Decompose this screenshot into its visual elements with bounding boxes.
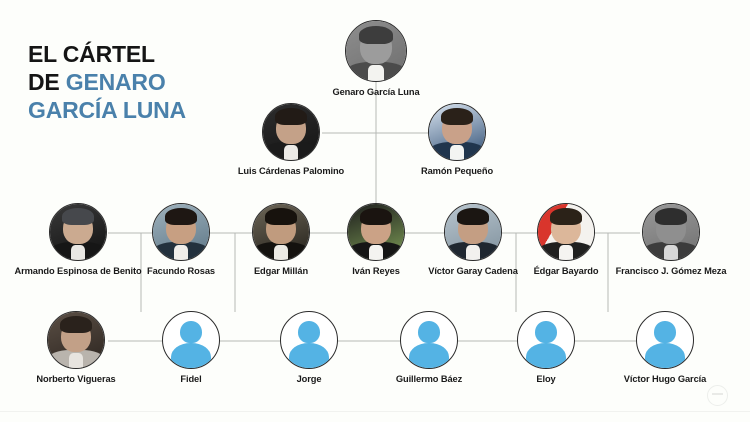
node-ivan-reyes[interactable]: Iván Reyes: [296, 203, 456, 276]
node-francisco-j-gomez-meza[interactable]: Francisco J. Gómez Meza: [591, 203, 750, 276]
person-silhouette-icon: [418, 320, 440, 344]
avatar: [152, 203, 210, 261]
node-guillermo-baez[interactable]: Guillermo Báez: [349, 311, 509, 384]
node-victor-garay-cadena[interactable]: Víctor Garay Cadena: [393, 203, 553, 276]
node-norberto-vigueras[interactable]: Norberto Vigueras: [0, 311, 156, 384]
footer-divider: [0, 411, 750, 412]
avatar: [400, 311, 458, 369]
node-label: Ramón Pequeño: [420, 166, 494, 176]
avatar: [280, 311, 338, 369]
page-title: EL CÁRTEL DE GENARO GARCÍA LUNA: [28, 40, 243, 124]
watermark-icon: [707, 385, 728, 406]
node-label: Norberto Vigueras: [36, 374, 116, 384]
node-label: Víctor Hugo García: [623, 374, 707, 384]
photo-armando-espinosa-de-benito-icon: [50, 204, 106, 260]
photo-luis-cardenas-palomino-icon: [263, 104, 319, 160]
avatar: [444, 203, 502, 261]
node-eloy[interactable]: Eloy: [466, 311, 626, 384]
node-label: Edgar Millán: [253, 266, 309, 276]
avatar: [636, 311, 694, 369]
person-silhouette-icon: [535, 320, 557, 344]
node-label: Édgar Bayardo: [533, 266, 599, 276]
title-genaro: GENARO: [65, 69, 166, 96]
node-label: Facundo Rosas: [147, 266, 215, 276]
photo-norberto-vigueras-icon: [48, 312, 104, 368]
node-edgar-bayardo[interactable]: Édgar Bayardo: [486, 203, 646, 276]
avatar: [642, 203, 700, 261]
node-fidel[interactable]: Fidel: [111, 311, 271, 384]
node-label: Víctor Garay Cadena: [428, 266, 518, 276]
node-genaro-garcia-luna[interactable]: Genaro García Luna: [296, 20, 456, 97]
node-label: Iván Reyes: [352, 266, 400, 276]
photo-ramon-pequeno-icon: [429, 104, 485, 160]
avatar: [517, 311, 575, 369]
node-label: Francisco J. Gómez Meza: [615, 266, 727, 276]
photo-edgar-bayardo-icon: [538, 204, 594, 260]
node-facundo-rosas[interactable]: Facundo Rosas: [101, 203, 261, 276]
node-armando-espinosa-de-benito[interactable]: Armando Espinosa de Benito: [0, 203, 158, 276]
photo-francisco-j-gomez-meza-icon: [643, 204, 699, 260]
avatar: [345, 20, 407, 82]
photo-ivan-reyes-icon: [348, 204, 404, 260]
photo-facundo-rosas-icon: [153, 204, 209, 260]
node-label: Genaro García Luna: [332, 87, 420, 97]
node-label: Armando Espinosa de Benito: [14, 266, 142, 276]
person-silhouette-icon: [654, 320, 676, 344]
person-silhouette-icon: [180, 320, 202, 344]
node-ramon-pequeno[interactable]: Ramón Pequeño: [377, 103, 537, 176]
node-jorge[interactable]: Jorge: [229, 311, 389, 384]
person-silhouette-icon: [298, 320, 320, 344]
avatar: [47, 311, 105, 369]
node-label: Guillermo Báez: [395, 374, 463, 384]
avatar: [262, 103, 320, 161]
node-label: Fidel: [180, 374, 202, 384]
avatar: [537, 203, 595, 261]
node-label: Luis Cárdenas Palomino: [237, 166, 345, 176]
node-victor-hugo-garcia[interactable]: Víctor Hugo García: [585, 311, 745, 384]
photo-victor-garay-cadena-icon: [445, 204, 501, 260]
node-luis-cardenas-palomino[interactable]: Luis Cárdenas Palomino: [211, 103, 371, 176]
node-label: Eloy: [536, 374, 556, 384]
title-garcia-luna: GARCÍA LUNA: [28, 97, 186, 124]
avatar: [428, 103, 486, 161]
title-de: DE: [28, 69, 60, 96]
avatar: [49, 203, 107, 261]
photo-genaro-garcia-luna-icon: [346, 21, 406, 81]
avatar: [252, 203, 310, 261]
avatar: [347, 203, 405, 261]
photo-edgar-millan-icon: [253, 204, 309, 260]
node-edgar-millan[interactable]: Edgar Millán: [201, 203, 361, 276]
node-label: Jorge: [296, 374, 322, 384]
avatar: [162, 311, 220, 369]
title-line-1: EL CÁRTEL: [28, 41, 155, 67]
